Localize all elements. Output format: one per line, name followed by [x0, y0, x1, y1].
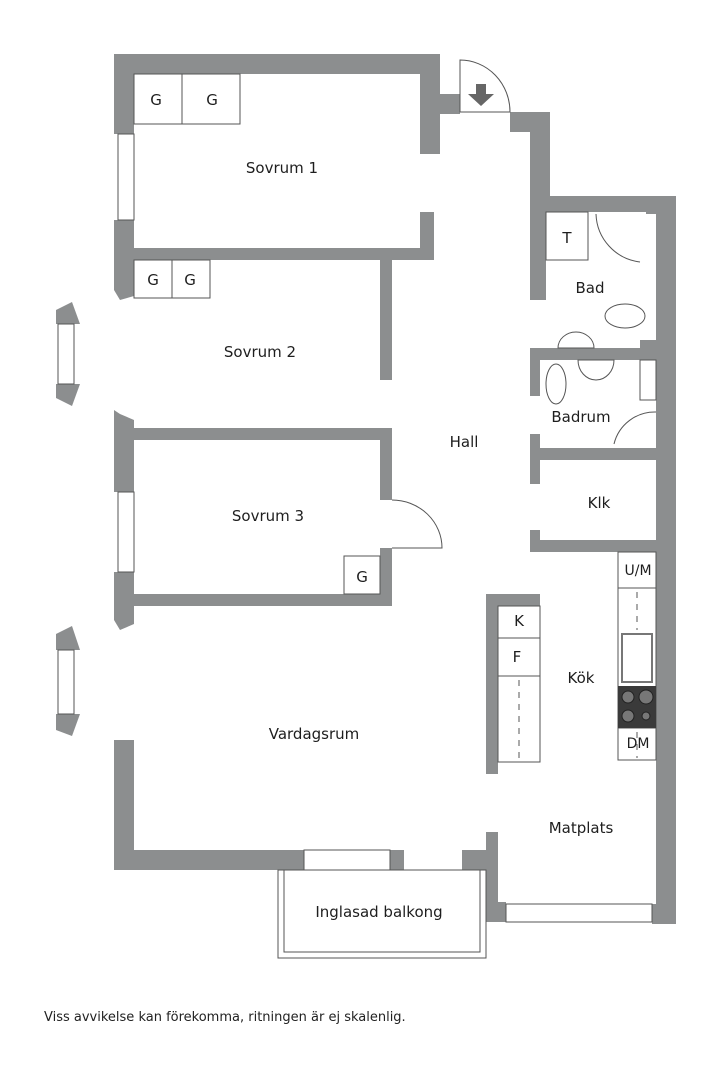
walls [56, 54, 676, 924]
entrance-arrow-icon [468, 84, 494, 106]
room-kok: Kök [567, 669, 595, 687]
wardrobe-label: G [356, 568, 368, 586]
tumble-dryer-label: T [562, 229, 572, 247]
wardrobe-label: G [147, 271, 159, 289]
room-bad: Bad [575, 279, 605, 297]
room-sovrum-3: Sovrum 3 [231, 507, 305, 525]
room-sovrum-1: Sovrum 1 [245, 159, 319, 177]
fixtures-lines [57, 59, 657, 959]
fridge-label: K [514, 612, 524, 630]
freezer-label: F [512, 648, 522, 666]
room-hall: Hall [449, 433, 479, 451]
wardrobe-label: G [184, 271, 196, 289]
room-inglasad-balkong: Inglasad balkong [315, 903, 443, 921]
room-sovrum-2: Sovrum 2 [223, 343, 297, 361]
room-klk: Klk [587, 494, 611, 512]
room-badrum: Badrum [551, 408, 611, 426]
wardrobe-label: G [150, 91, 162, 109]
disclaimer-text: Viss avvikelse kan förekomma, ritningen … [44, 1010, 406, 1025]
room-vardagsrum: Vardagsrum [268, 725, 360, 743]
room-matplats: Matplats [548, 819, 614, 837]
wardrobe-label: G [206, 91, 218, 109]
dishwasher-label: DM [626, 736, 650, 752]
stove-icon [618, 686, 656, 728]
oven-micro-label: U/M [624, 563, 652, 579]
